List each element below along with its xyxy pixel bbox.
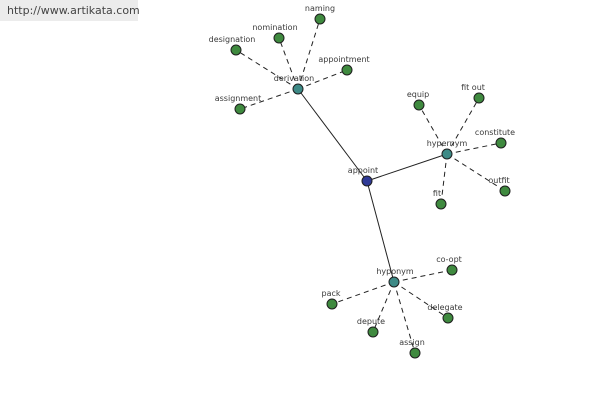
edge-hypernym-equip xyxy=(418,104,448,155)
edge-hypernym-fit-out xyxy=(446,97,480,155)
label-word-delegate[interactable]: delegate xyxy=(427,303,462,312)
node-word-equip[interactable] xyxy=(413,99,425,111)
label-relation-hyponym[interactable]: hyponym xyxy=(376,267,414,276)
label-word-constitute[interactable]: constitute xyxy=(475,128,515,137)
label-word-fit-out[interactable]: fit out xyxy=(461,83,485,92)
edge-appoint-hypernym xyxy=(366,153,448,182)
edge-hypernym-constitute xyxy=(446,142,502,155)
label-word-assign[interactable]: assign xyxy=(399,338,425,347)
node-relation-derivation[interactable] xyxy=(292,83,304,95)
label-word-designation[interactable]: designation xyxy=(209,35,256,44)
edge-derivation-naming xyxy=(297,18,321,90)
edge-appoint-derivation xyxy=(297,88,368,182)
graph-labels: appoint derivation naming nomination designa… xyxy=(209,4,516,347)
node-relation-hyponym[interactable] xyxy=(388,276,400,288)
edge-hyponym-assign xyxy=(393,281,416,354)
node-word-pack[interactable] xyxy=(326,298,338,310)
node-word-naming[interactable] xyxy=(314,13,326,25)
edge-hyponym-delegate xyxy=(393,281,449,319)
label-word-appointment[interactable]: appointment xyxy=(318,55,369,64)
node-word-appointment[interactable] xyxy=(341,64,353,76)
source-url-link[interactable]: http://www.artikata.com xyxy=(0,0,140,21)
node-word-assign[interactable] xyxy=(409,347,421,359)
node-word-nomination[interactable] xyxy=(273,32,285,44)
label-word-naming[interactable]: naming xyxy=(305,4,335,13)
label-word-fit[interactable]: fit xyxy=(433,189,441,198)
label-word-nomination[interactable]: nomination xyxy=(252,23,297,32)
node-center-appoint[interactable] xyxy=(361,175,373,187)
label-center-appoint[interactable]: appoint xyxy=(348,166,378,175)
node-word-depute[interactable] xyxy=(367,326,379,338)
label-word-assignment[interactable]: assignment xyxy=(215,94,262,103)
label-relation-derivation[interactable]: derivation xyxy=(274,74,314,83)
edge-derivation-assignment xyxy=(239,88,299,110)
label-word-depute[interactable]: depute xyxy=(357,317,385,326)
node-word-fit-out[interactable] xyxy=(473,92,485,104)
node-word-outfit[interactable] xyxy=(499,185,511,197)
edge-derivation-nomination xyxy=(278,37,299,90)
edge-derivation-designation xyxy=(235,49,299,90)
node-word-designation[interactable] xyxy=(230,44,242,56)
label-word-outfit[interactable]: outfit xyxy=(488,176,509,185)
edge-appoint-hyponym xyxy=(366,180,395,283)
graph-edges xyxy=(235,18,506,354)
node-word-fit[interactable] xyxy=(435,198,447,210)
node-word-delegate[interactable] xyxy=(442,312,454,324)
node-word-assignment[interactable] xyxy=(234,103,246,115)
edge-hypernym-fit xyxy=(440,153,448,205)
label-word-co-opt[interactable]: co-opt xyxy=(436,255,462,264)
edge-hypernym-outfit xyxy=(446,153,506,192)
node-word-co-opt[interactable] xyxy=(446,264,458,276)
label-relation-hypernym[interactable]: hypernym xyxy=(427,139,468,148)
node-relation-hypernym[interactable] xyxy=(441,148,453,160)
edge-hyponym-pack xyxy=(331,281,395,305)
node-word-constitute[interactable] xyxy=(495,137,507,149)
edge-hyponym-depute xyxy=(372,281,395,333)
label-word-equip[interactable]: equip xyxy=(407,90,429,99)
label-word-pack[interactable]: pack xyxy=(321,289,340,298)
edge-hyponym-co-opt xyxy=(393,269,453,283)
graph-nodes xyxy=(230,13,511,359)
